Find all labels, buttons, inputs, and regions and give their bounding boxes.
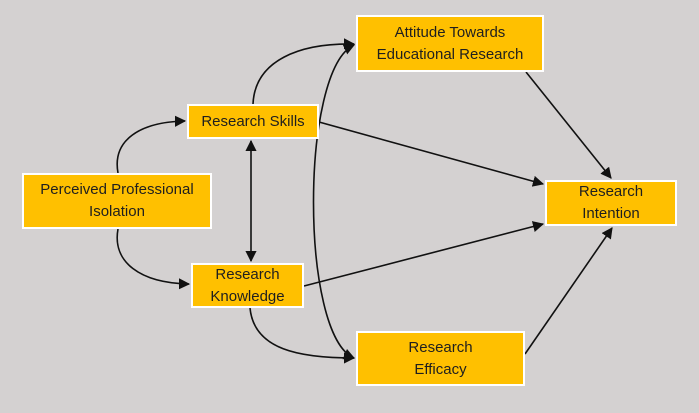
edge-efficacy-to-intention xyxy=(524,227,613,355)
node-perceived-professional-isolation: Perceived Professional Isolation xyxy=(22,173,212,229)
edge-knowledge-to-intention xyxy=(303,221,545,287)
node-research-knowledge: Research Knowledge xyxy=(191,263,304,308)
edge-attitude-efficacy xyxy=(312,44,356,360)
node-research-efficacy: Research Efficacy xyxy=(356,331,525,386)
edge-skills-to-intention xyxy=(318,121,545,187)
edge-attitude-to-intention xyxy=(525,71,612,179)
edge-isolation-to-knowledge xyxy=(116,228,191,290)
node-research-intention: Research Intention xyxy=(545,180,677,226)
edge-isolation-to-skills xyxy=(116,115,187,174)
edge-skills-to-attitude xyxy=(252,38,356,105)
edge-knowledge-to-efficacy xyxy=(249,307,356,364)
node-research-skills: Research Skills xyxy=(187,104,319,139)
node-attitude-towards-educational-research: Attitude Towards Educational Research xyxy=(356,15,544,72)
